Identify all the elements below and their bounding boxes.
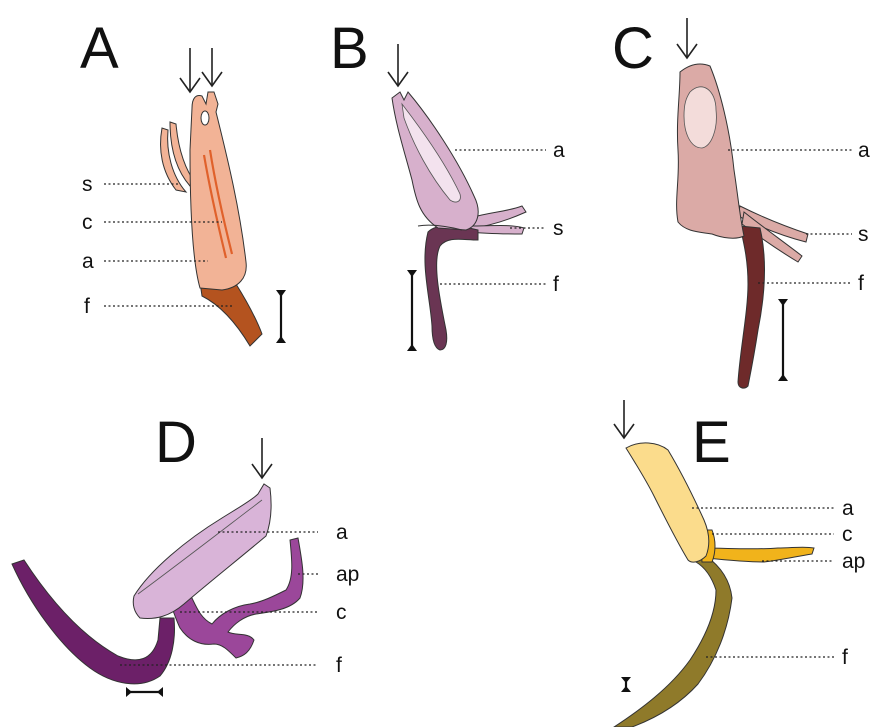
panel-a: A s c a f	[80, 16, 286, 346]
panel-c-window	[684, 87, 716, 148]
panel-c: C a s f	[612, 16, 870, 388]
panel-a-label-s: s	[82, 173, 93, 196]
panel-b-filament	[425, 226, 478, 350]
panel-b-label-a: a	[553, 139, 565, 162]
panel-d-label-c: c	[336, 601, 347, 624]
panel-c-label-a: a	[858, 139, 870, 162]
panel-e-label-a: a	[842, 497, 854, 520]
panel-b-label-f: f	[553, 273, 559, 296]
panel-e-appendage	[704, 547, 814, 562]
panel-a-letter: A	[80, 16, 119, 81]
panel-e-label-ap: ap	[842, 550, 865, 573]
panel-c-label-s: s	[858, 223, 869, 246]
panel-b-label-s: s	[553, 217, 564, 240]
panel-d-label-f: f	[336, 654, 342, 677]
panel-b-letter: B	[330, 16, 369, 81]
panel-c-scale-bar	[778, 299, 788, 381]
panel-c-letter: C	[612, 16, 654, 81]
panel-a-filament	[200, 282, 262, 346]
panel-e-filament	[614, 556, 732, 727]
panel-a-scale-bar	[276, 290, 286, 343]
panel-b: B a s f	[330, 16, 565, 351]
panel-d-anther	[133, 484, 271, 618]
panel-a-arrows	[180, 48, 222, 92]
panel-c-label-f: f	[858, 272, 864, 295]
panel-d-letter: D	[155, 410, 197, 475]
panel-c-filament	[738, 226, 764, 388]
panel-c-anther	[677, 64, 744, 238]
panel-d: D a ap c f	[12, 410, 359, 697]
panel-a-pore	[201, 111, 209, 125]
panel-b-scale-bar	[407, 270, 417, 351]
panel-d-scale-bar	[126, 687, 163, 697]
panel-d-label-a: a	[336, 521, 348, 544]
panel-e-label-c: c	[842, 523, 853, 546]
panel-a-label-c: c	[82, 211, 93, 234]
panel-a-label-a: a	[82, 250, 94, 273]
panel-e-scale-bar	[621, 677, 631, 692]
panel-e-label-f: f	[842, 646, 848, 669]
panel-e: E a c ap f	[614, 400, 865, 727]
panel-e-letter: E	[692, 410, 731, 475]
panel-a-label-f: f	[84, 295, 90, 318]
panel-d-label-ap: ap	[336, 563, 359, 586]
